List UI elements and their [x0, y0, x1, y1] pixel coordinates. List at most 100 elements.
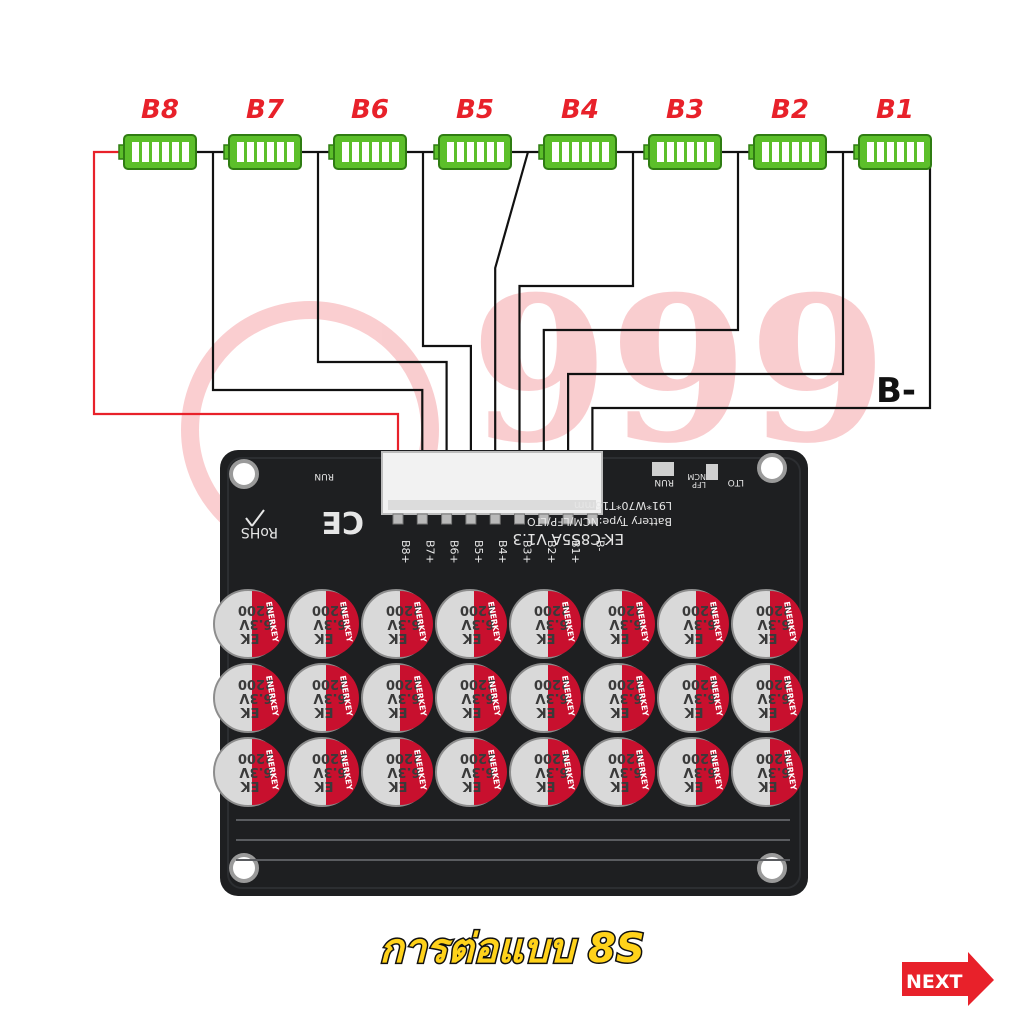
connector-pin-label: B6+ [448, 540, 461, 564]
battery-cell-label: B1 [876, 95, 914, 125]
capacitor-capacitance: 2200 [756, 750, 792, 765]
b-minus-label: B- [876, 371, 916, 411]
connector-pin-label: B- [593, 540, 606, 552]
wire [92, 150, 400, 452]
battery-cell-b6: B6 [328, 95, 407, 170]
switch-ncm: NCM [687, 472, 706, 481]
capacitor-series: EK [684, 778, 704, 793]
connector-pin-label: B4+ [496, 540, 509, 564]
connector-pin [538, 513, 550, 525]
connector-pin-label: B8+ [399, 540, 412, 564]
capacitor-capacitance: 2200 [682, 676, 718, 691]
capacitor-series: EK [536, 778, 556, 793]
capacitor-series: EK [462, 630, 482, 645]
connector-pin [392, 513, 404, 525]
capacitor-voltage: 6.3V [535, 764, 568, 779]
capacitor-series: EK [240, 630, 260, 645]
capacitor-voltage: 6.3V [461, 690, 494, 705]
capacitor-series: EK [240, 778, 260, 793]
capacitor-series: EK [314, 630, 334, 645]
board-battery-type: Battery Type:NCM/LFP/LTO [527, 515, 672, 528]
capacitor-series: EK [610, 778, 630, 793]
battery-cell-label: B3 [666, 95, 704, 125]
battery-cell-label: B6 [351, 95, 389, 125]
pcb-traces [236, 819, 790, 861]
caption: การต่อแบบ 8S [379, 926, 644, 972]
next-button[interactable]: NEXT [902, 952, 994, 1006]
capacitor-capacitance: 2200 [608, 676, 644, 691]
capacitor-capacitance: 2200 [312, 676, 348, 691]
capacitor-series: EK [610, 630, 630, 645]
connector-pin-label: B2+ [545, 540, 558, 564]
wire [542, 152, 740, 452]
capacitor-series: EK [388, 778, 408, 793]
wire [494, 151, 530, 452]
capacitor-capacitance: 2200 [386, 750, 422, 765]
connector-pin [416, 513, 428, 525]
battery-cell-label: B8 [141, 95, 179, 125]
connector-pin [562, 513, 574, 525]
capacitor-voltage: 6.3V [757, 616, 790, 631]
capacitor-capacitance: 2200 [238, 602, 274, 617]
switch-lfp: LFP [692, 480, 706, 489]
capacitor-capacitance: 2200 [460, 676, 496, 691]
capacitor-capacitance: 2200 [534, 602, 570, 617]
battery-cell-b3: B3 [643, 95, 722, 170]
board-run-label: RUN [314, 471, 334, 481]
capacitor-voltage: 6.3V [683, 690, 716, 705]
capacitor-capacitance: 2200 [608, 750, 644, 765]
next-button-label: NEXT [906, 971, 963, 993]
capacitor-capacitance: 2200 [312, 750, 348, 765]
wires [92, 150, 932, 452]
switch-lto: LTO [728, 477, 744, 487]
capacitor-voltage: 6.3V [535, 616, 568, 631]
capacitor-capacitance: 2200 [756, 602, 792, 617]
connector-pin [514, 513, 525, 525]
connector-pin-label: B3+ [521, 540, 534, 564]
capacitor-capacitance: 2200 [460, 602, 496, 617]
capacitor-capacitance: 2200 [756, 676, 792, 691]
board-ce: CE [321, 504, 364, 539]
battery-cell-b7: B7 [223, 95, 302, 170]
capacitor-voltage: 6.3V [609, 616, 642, 631]
battery-cell-b4: B4 [538, 95, 617, 170]
capacitor-voltage: 6.3V [461, 616, 494, 631]
capacitor-capacitance: 2200 [460, 750, 496, 765]
watermark-text: 999 [470, 253, 887, 488]
battery-cell-b1: B1 [853, 95, 932, 170]
capacitor-voltage: 6.3V [757, 764, 790, 779]
capacitor-capacitance: 2200 [534, 676, 570, 691]
capacitor-voltage: 6.3V [535, 690, 568, 705]
capacitor-series: EK [758, 630, 778, 645]
capacitor-voltage: 6.3V [313, 616, 346, 631]
status-led [706, 464, 718, 480]
connector-pin [441, 513, 453, 525]
switch-run: RUN [654, 477, 674, 487]
capacitor-voltage: 6.3V [683, 616, 716, 631]
connector-pin [489, 513, 501, 525]
capacitor-series: EK [684, 704, 704, 719]
capacitor-series: EK [388, 630, 408, 645]
battery-cell-label: B7 [246, 95, 285, 125]
capacitor-capacitance: 2200 [608, 602, 644, 617]
rohs-check-icon [245, 509, 265, 527]
capacitor-capacitance: 2200 [682, 602, 718, 617]
capacitor-capacitance: 2200 [312, 602, 348, 617]
battery-cell-label: B2 [771, 95, 809, 125]
